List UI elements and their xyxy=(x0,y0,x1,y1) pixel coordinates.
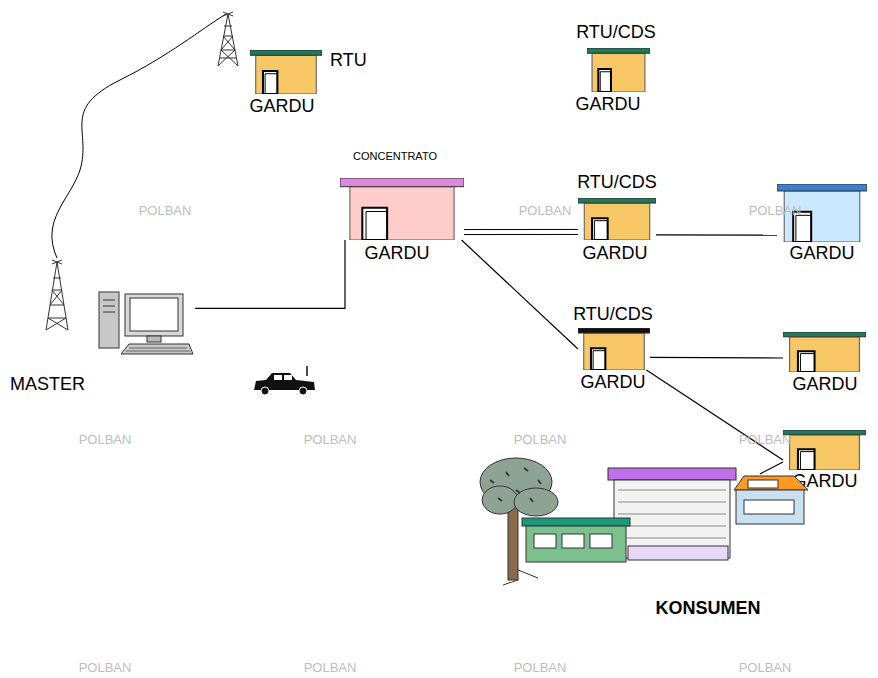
gardu-building xyxy=(578,328,650,370)
gardu-node: RTUGARDU xyxy=(250,50,322,94)
node-label: GARDU xyxy=(582,243,647,264)
node-label: RTU/CDS xyxy=(577,172,657,193)
gardu-building xyxy=(578,198,656,240)
watermark: POLBAN xyxy=(514,432,567,447)
antenna-tower xyxy=(46,260,68,330)
gardu-node: GARDU xyxy=(783,332,866,372)
node-label: GARDU xyxy=(580,372,645,393)
gardu-building xyxy=(783,332,866,372)
gardu-node: RTU/CDSGARDU xyxy=(587,48,650,92)
node-label: GARDU xyxy=(576,94,641,115)
gardu-node: CONCENTRATOGARDU xyxy=(340,178,464,240)
consumer-buildings xyxy=(478,450,818,620)
antenna-tower xyxy=(218,12,238,66)
watermark: POLBAN xyxy=(739,432,792,447)
connector-line xyxy=(195,240,345,308)
node-label: GARDU xyxy=(792,374,857,395)
radio-link xyxy=(52,14,226,258)
watermark: POLBAN xyxy=(304,660,357,675)
watermark: POLBAN xyxy=(79,432,132,447)
car-icon xyxy=(254,366,315,395)
watermark: POLBAN xyxy=(304,432,357,447)
gardu-node: RTU/CDSGARDU xyxy=(578,328,650,370)
connector-line xyxy=(462,240,578,349)
node-label: KONSUMEN xyxy=(655,598,760,619)
computer-icon xyxy=(95,288,195,358)
watermark: POLBAN xyxy=(519,203,572,218)
node-label: GARDU xyxy=(789,243,854,264)
connector-line xyxy=(464,229,578,234)
gardu-node: GARDU xyxy=(783,430,866,470)
gardu-building xyxy=(250,50,322,94)
gardu-building xyxy=(783,430,866,470)
connector-line xyxy=(650,357,783,359)
master-station: MASTER xyxy=(95,288,195,358)
watermark: POLBAN xyxy=(514,660,567,675)
node-label: RTU/CDS xyxy=(573,304,653,325)
watermark: POLBAN xyxy=(749,203,802,218)
watermark: POLBAN xyxy=(739,660,792,675)
gardu-node: RTU/CDSGARDU xyxy=(578,198,656,240)
node-label: GARDU xyxy=(250,96,315,117)
consumer-area: KONSUMEN xyxy=(478,450,818,620)
watermark: POLBAN xyxy=(79,660,132,675)
node-label: RTU xyxy=(330,50,367,71)
watermark: POLBAN xyxy=(139,203,192,218)
gardu-building xyxy=(340,178,464,240)
connector-line xyxy=(760,462,783,474)
connector-line xyxy=(656,234,777,235)
node-label: MASTER xyxy=(10,374,85,395)
gardu-building xyxy=(587,48,650,92)
node-label: CONCENTRATO xyxy=(353,150,437,163)
node-label: RTU/CDS xyxy=(576,22,656,43)
node-label: GARDU xyxy=(364,243,429,264)
